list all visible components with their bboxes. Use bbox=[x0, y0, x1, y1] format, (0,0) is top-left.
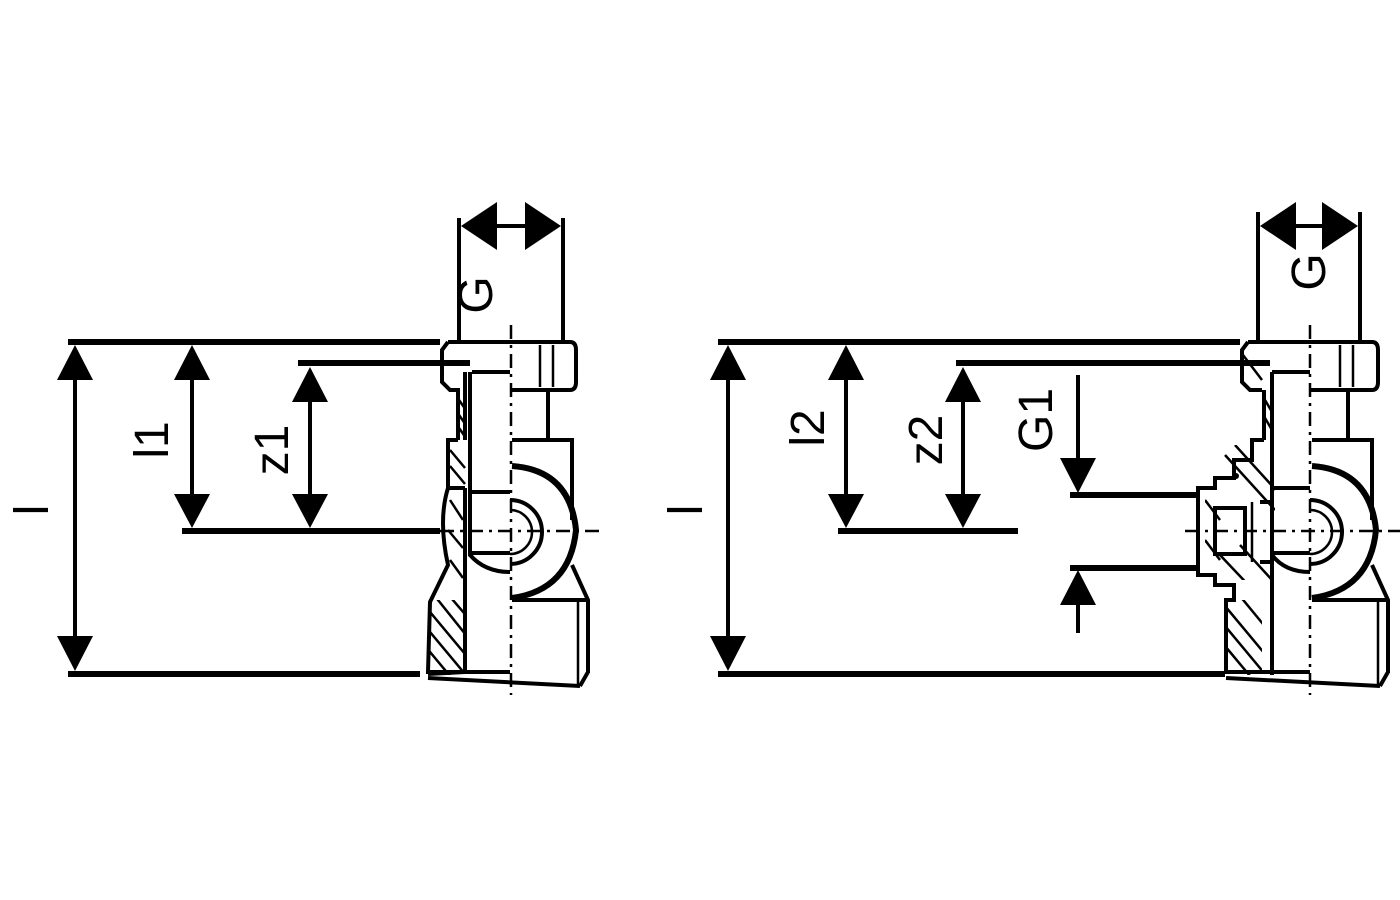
arrow-down-icon bbox=[828, 494, 864, 528]
arrow-up-icon bbox=[174, 345, 210, 380]
arrow-left-icon bbox=[461, 202, 497, 250]
valve-body-left bbox=[425, 325, 600, 695]
arrow-down-icon bbox=[292, 494, 328, 528]
label-l: l bbox=[6, 505, 59, 516]
arrow-right-icon bbox=[525, 202, 561, 250]
arrow-up-icon bbox=[828, 345, 864, 380]
valve-body-right bbox=[1185, 325, 1400, 695]
dimension-g1 bbox=[1060, 375, 1096, 633]
arrow-up-icon bbox=[57, 345, 93, 380]
arrow-up-icon bbox=[1060, 570, 1096, 605]
label-l: l bbox=[660, 505, 713, 516]
arrow-down-icon bbox=[945, 494, 981, 528]
arrow-up-icon bbox=[945, 367, 981, 402]
dimension-l bbox=[57, 345, 93, 671]
arrow-down-icon bbox=[57, 636, 93, 671]
label-z1: z1 bbox=[246, 425, 299, 476]
label-l2: l2 bbox=[782, 409, 835, 446]
right-view: l l2 z2 G1 G bbox=[660, 202, 1400, 695]
arrow-down-icon bbox=[710, 636, 746, 671]
label-g: G bbox=[1283, 253, 1336, 290]
dimension-g bbox=[1256, 202, 1362, 342]
dimension-g bbox=[457, 202, 565, 342]
left-view: l l1 z1 G bbox=[6, 202, 600, 695]
dimension-l2 bbox=[828, 345, 864, 528]
dimension-z1 bbox=[292, 367, 328, 528]
label-l1: l1 bbox=[126, 421, 179, 458]
arrow-up-icon bbox=[710, 345, 746, 380]
arrow-right-icon bbox=[1322, 202, 1358, 250]
dimension-z2 bbox=[945, 367, 981, 528]
arrow-up-icon bbox=[292, 367, 328, 402]
label-z2: z2 bbox=[900, 415, 953, 466]
dimension-l1 bbox=[174, 345, 210, 528]
arrow-down-icon bbox=[174, 494, 210, 528]
arrow-left-icon bbox=[1260, 202, 1296, 250]
dimension-l bbox=[710, 345, 746, 671]
arrow-down-icon bbox=[1060, 458, 1096, 493]
label-g1: G1 bbox=[1010, 388, 1063, 452]
